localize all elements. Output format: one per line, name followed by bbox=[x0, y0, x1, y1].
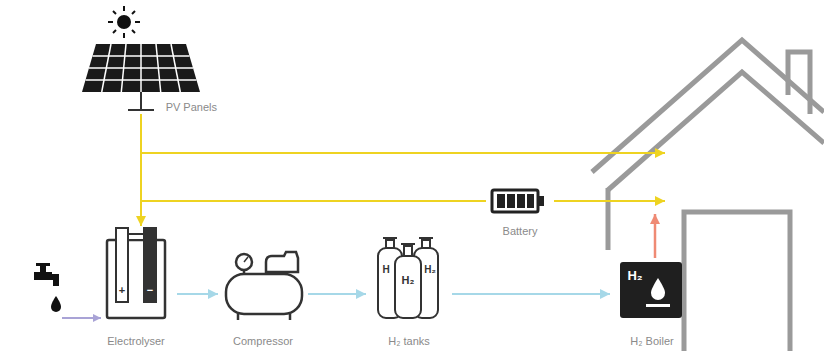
house-outline bbox=[592, 40, 824, 351]
sun-icon-part bbox=[113, 11, 116, 14]
pv-panel-icon-part-part bbox=[102, 44, 111, 92]
pv-panel-icon-part-part bbox=[140, 44, 142, 92]
compressor: Compressor bbox=[218, 250, 308, 348]
heat-arrow bbox=[654, 214, 657, 258]
sun-icon-part bbox=[123, 6, 125, 11]
sun-icon-part bbox=[123, 33, 125, 38]
water-tap-icon-part bbox=[36, 263, 50, 266]
electrolyser: Electrolyser bbox=[95, 226, 177, 348]
battery-icon-part bbox=[492, 190, 538, 212]
boiler-mark: H₂ bbox=[627, 269, 642, 282]
water-supply-arrow bbox=[62, 317, 101, 319]
sun-icon-part bbox=[118, 16, 130, 28]
hydrogen-tanks-icon-part bbox=[386, 240, 394, 248]
terminal-sign: − bbox=[147, 285, 153, 296]
component-caption: Electrolyser bbox=[107, 335, 164, 348]
compressor-icon-part bbox=[226, 274, 302, 314]
house-outline-part bbox=[606, 188, 611, 250]
tank-mark: H bbox=[382, 265, 389, 275]
pv-panel-icon-part bbox=[128, 109, 154, 111]
electrolyser-icon bbox=[107, 228, 165, 318]
sun-icon-part bbox=[108, 21, 113, 23]
pv-panel-icon-part-part bbox=[121, 44, 126, 92]
house-outline-part bbox=[684, 212, 790, 351]
pv-panel-icon-part bbox=[86, 44, 197, 92]
power-to-house-arrow-part bbox=[141, 152, 665, 154]
hydrogen-tanks-icon bbox=[378, 238, 438, 318]
battery-icon-part bbox=[517, 194, 525, 208]
water-tap-icon-part bbox=[53, 280, 59, 286]
hydrogen-pipe bbox=[177, 293, 218, 295]
tank-mark: H₂ bbox=[424, 265, 436, 275]
sun-icon-part bbox=[132, 30, 135, 33]
pv-panel: PV Panels bbox=[80, 2, 225, 114]
hydrogen-tanks: H₂ tanks bbox=[366, 232, 452, 348]
battery-icon-part bbox=[527, 194, 534, 208]
sun-icon-part bbox=[113, 30, 116, 33]
compressor-icon-part bbox=[289, 314, 292, 320]
power-line bbox=[141, 114, 486, 201]
water-tap-icon-part bbox=[51, 296, 61, 312]
compressor-icon-part bbox=[244, 257, 248, 262]
hydrogen-tanks-icon-part bbox=[395, 256, 421, 318]
component-caption: PV Panels bbox=[166, 101, 217, 114]
tank-mark: H₂ bbox=[402, 275, 415, 286]
power-to-house-arrow-part bbox=[554, 200, 665, 202]
component-caption: Battery bbox=[503, 225, 538, 238]
pv-panel-icon-part bbox=[140, 92, 142, 110]
water-tap-icon-part bbox=[34, 272, 52, 280]
compressor-icon-part bbox=[237, 314, 240, 320]
boiler-icon-part bbox=[646, 304, 670, 307]
battery: Battery bbox=[486, 186, 554, 238]
hydrogen-tanks-icon-part bbox=[419, 237, 433, 239]
electrolyser-icon-part bbox=[116, 228, 128, 302]
hydrogen-tanks-icon-part bbox=[401, 243, 415, 245]
house-outline-part bbox=[608, 72, 824, 190]
pv-panel-icon-part bbox=[82, 44, 200, 92]
water-tap-icon-part bbox=[50, 274, 59, 280]
house-outline-part bbox=[788, 52, 810, 114]
battery-icon bbox=[492, 190, 544, 212]
power-to-house-arrow bbox=[141, 153, 665, 201]
boiler-icon-part bbox=[651, 278, 665, 300]
compressor-icon-part bbox=[266, 252, 298, 272]
electrolyser-icon-part bbox=[144, 228, 156, 302]
battery-icon-part bbox=[497, 194, 505, 208]
component-caption: Compressor bbox=[233, 335, 293, 348]
hydrogen-pipe bbox=[452, 293, 610, 295]
hydrogen-tanks-icon-part bbox=[383, 237, 397, 239]
sun-icon-part bbox=[135, 21, 140, 23]
water-tap-icon bbox=[34, 263, 61, 312]
compressor-icon-part bbox=[236, 254, 252, 270]
component-caption: H₂ tanks bbox=[388, 335, 430, 348]
hydrogen-tanks-icon-part bbox=[422, 240, 430, 248]
component-caption: H₂ Boiler bbox=[630, 335, 673, 348]
pv-panel-icon bbox=[82, 44, 200, 110]
water-tap-icon-part bbox=[40, 265, 46, 272]
compressor-icon bbox=[226, 252, 302, 320]
sun-icon bbox=[108, 6, 140, 38]
boiler-icon-part bbox=[620, 262, 682, 318]
battery-icon-part bbox=[539, 196, 544, 206]
terminal-sign: + bbox=[119, 285, 125, 296]
battery-icon-part bbox=[507, 194, 515, 208]
pv-panel-icon-part-part bbox=[156, 44, 161, 92]
pv-panel-icon-part-part bbox=[171, 44, 180, 92]
hydrogen-boiler: H₂ Boiler bbox=[610, 258, 694, 348]
hydrogen-pipe bbox=[308, 293, 366, 295]
sun-icon-part bbox=[132, 11, 135, 14]
boiler-icon bbox=[620, 262, 682, 318]
hydrogen-tanks-icon-part bbox=[404, 246, 412, 256]
